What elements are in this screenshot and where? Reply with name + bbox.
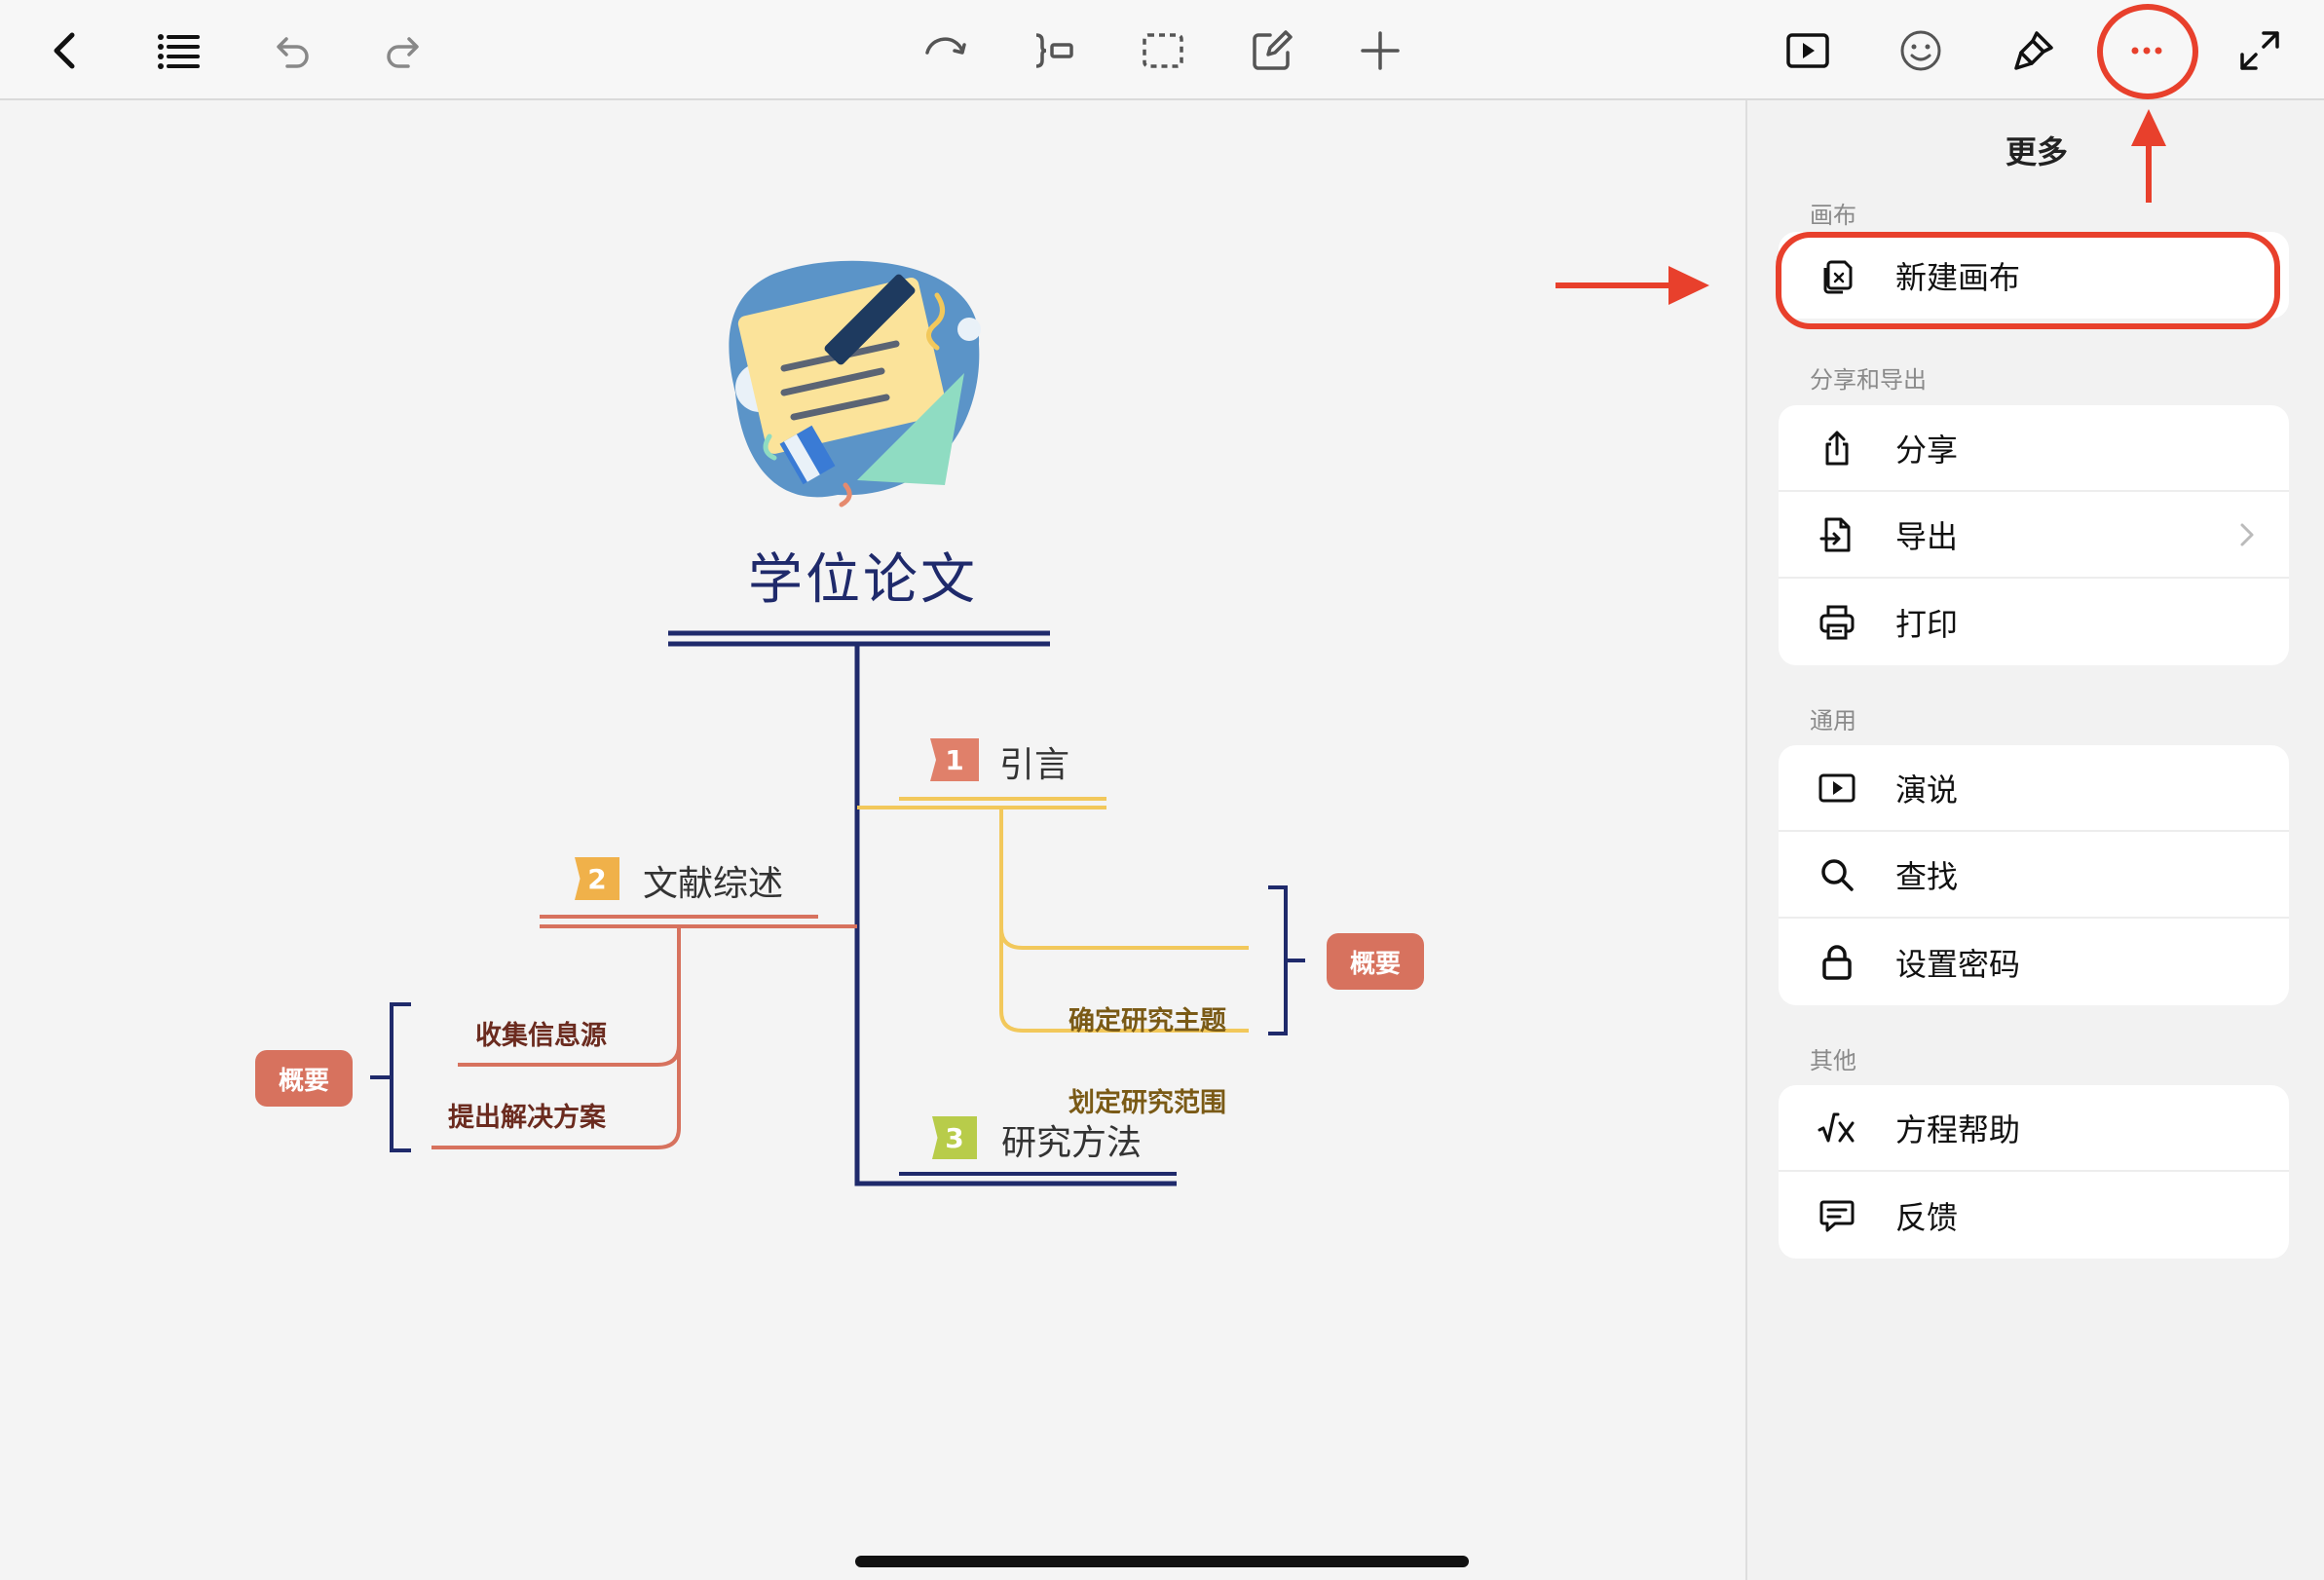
branch-topic-literature-review[interactable]: 文献综述	[643, 864, 784, 904]
outline-list-icon	[158, 34, 200, 69]
redo-button[interactable]	[375, 21, 433, 80]
group-other: 方程帮助 反馈	[1779, 1085, 2289, 1259]
boundary-button[interactable]	[1025, 21, 1083, 80]
add-icon	[1361, 31, 1400, 70]
mindmap-canvas[interactable]: 学位论文 1 引言 确定研究主题 划定研究范围 概要 2 文献综述 收集信息源 …	[0, 100, 1745, 1580]
feedback-icon	[1819, 1200, 1855, 1231]
annotation-arrow-up	[2131, 109, 2166, 203]
menu-item-export[interactable]: 导出	[1779, 492, 2289, 579]
menu-item-label: 反馈	[1895, 1198, 1959, 1236]
chevron-right-icon	[2240, 523, 2254, 546]
menu-item-label: 新建画布	[1895, 258, 2021, 296]
menu-item-label: 导出	[1895, 517, 1959, 555]
branch-number-badge: 2	[575, 857, 619, 900]
menu-item-set-password[interactable]: 设置密码	[1779, 919, 2289, 1005]
lock-icon	[1822, 944, 1852, 980]
add-topic-button[interactable]	[1351, 21, 1409, 80]
undo-button[interactable]	[262, 21, 320, 80]
menu-item-find[interactable]: 查找	[1779, 832, 2289, 919]
print-icon	[1819, 605, 1855, 639]
present-icon	[1818, 773, 1855, 802]
outline-button[interactable]	[149, 21, 207, 80]
select-button[interactable]	[1134, 21, 1192, 80]
group-share-export: 分享 导出 打印	[1779, 405, 2289, 665]
home-indicator	[855, 1556, 1469, 1567]
more-panel: 更多 画布 新建画布 分享和导出 分享 导出 打印 通用 演说 查找	[1745, 100, 2324, 1580]
menu-item-print[interactable]: 打印	[1779, 579, 2289, 665]
edit-note-icon	[1253, 30, 1293, 70]
note-button[interactable]	[1243, 21, 1301, 80]
menu-item-label: 分享	[1895, 431, 1959, 469]
summary-tag-left[interactable]: 概要	[255, 1050, 353, 1107]
menu-item-equation-help[interactable]: 方程帮助	[1779, 1085, 2289, 1172]
central-topic[interactable]: 学位论文	[748, 548, 978, 612]
section-label-other: 其他	[1810, 1047, 1856, 1074]
present-icon	[1786, 33, 1829, 68]
new-canvas-highlight-box	[1776, 232, 2280, 329]
menu-item-label: 查找	[1895, 857, 1959, 895]
branch-number-badge: 1	[930, 738, 979, 781]
select-icon	[1143, 33, 1183, 68]
central-illustration	[729, 260, 981, 508]
new-canvas-icon	[1823, 260, 1853, 293]
branch-topic-research-methods[interactable]: 研究方法	[1001, 1123, 1143, 1163]
summary-tag-right[interactable]: 概要	[1327, 933, 1424, 990]
menu-item-label: 演说	[1895, 771, 1959, 809]
panel-title: 更多	[2005, 133, 2068, 170]
menu-item-label: 设置密码	[1895, 945, 2021, 983]
subtopic-define-research-scope[interactable]: 划定研究范围	[1068, 1088, 1226, 1118]
relationship-button[interactable]	[916, 21, 974, 80]
back-icon	[54, 32, 75, 69]
redo-icon	[387, 37, 419, 68]
group-general: 演说 查找 设置密码	[1779, 745, 2289, 1005]
more-button-highlight-ring	[2097, 4, 2198, 99]
subtopic-define-research-topic[interactable]: 确定研究主题	[1068, 1006, 1226, 1036]
mindmap-connectors	[370, 260, 1305, 1186]
menu-item-present[interactable]: 演说	[1779, 745, 2289, 832]
back-button[interactable]	[37, 21, 95, 80]
branch-topic-introduction[interactable]: 引言	[999, 745, 1070, 785]
style-brush-icon	[2014, 31, 2053, 70]
emoji-icon	[1900, 30, 1941, 71]
branch-number-badge: 3	[932, 1116, 977, 1159]
subtopic-propose-solution[interactable]: 提出解决方案	[448, 1103, 606, 1133]
section-label-general: 通用	[1810, 707, 1856, 734]
menu-item-share[interactable]: 分享	[1779, 405, 2289, 492]
formula-icon	[1818, 1112, 1855, 1142]
menu-item-feedback[interactable]: 反馈	[1779, 1172, 2289, 1259]
boundary-icon	[1035, 33, 1073, 68]
relationship-icon	[925, 37, 966, 55]
emoji-button[interactable]	[1892, 21, 1950, 80]
menu-item-label: 方程帮助	[1895, 1110, 2021, 1148]
fullscreen-icon	[2240, 31, 2279, 70]
fullscreen-button[interactable]	[2230, 21, 2289, 80]
top-toolbar	[0, 0, 2324, 100]
section-label-canvas: 画布	[1810, 202, 1856, 229]
group-canvas: 新建画布	[1779, 232, 2289, 319]
section-label-share-export: 分享和导出	[1810, 366, 1927, 394]
menu-item-label: 打印	[1895, 605, 1959, 643]
subtopic-collect-sources[interactable]: 收集信息源	[475, 1021, 607, 1051]
style-button[interactable]	[2005, 21, 2063, 80]
annotation-arrow-right	[1556, 266, 1709, 305]
undo-icon	[277, 37, 309, 68]
export-icon	[1819, 517, 1851, 551]
menu-item-new-canvas[interactable]: 新建画布	[1779, 232, 2289, 319]
present-button[interactable]	[1779, 21, 1837, 80]
search-icon	[1821, 858, 1854, 891]
share-icon	[1825, 431, 1849, 465]
